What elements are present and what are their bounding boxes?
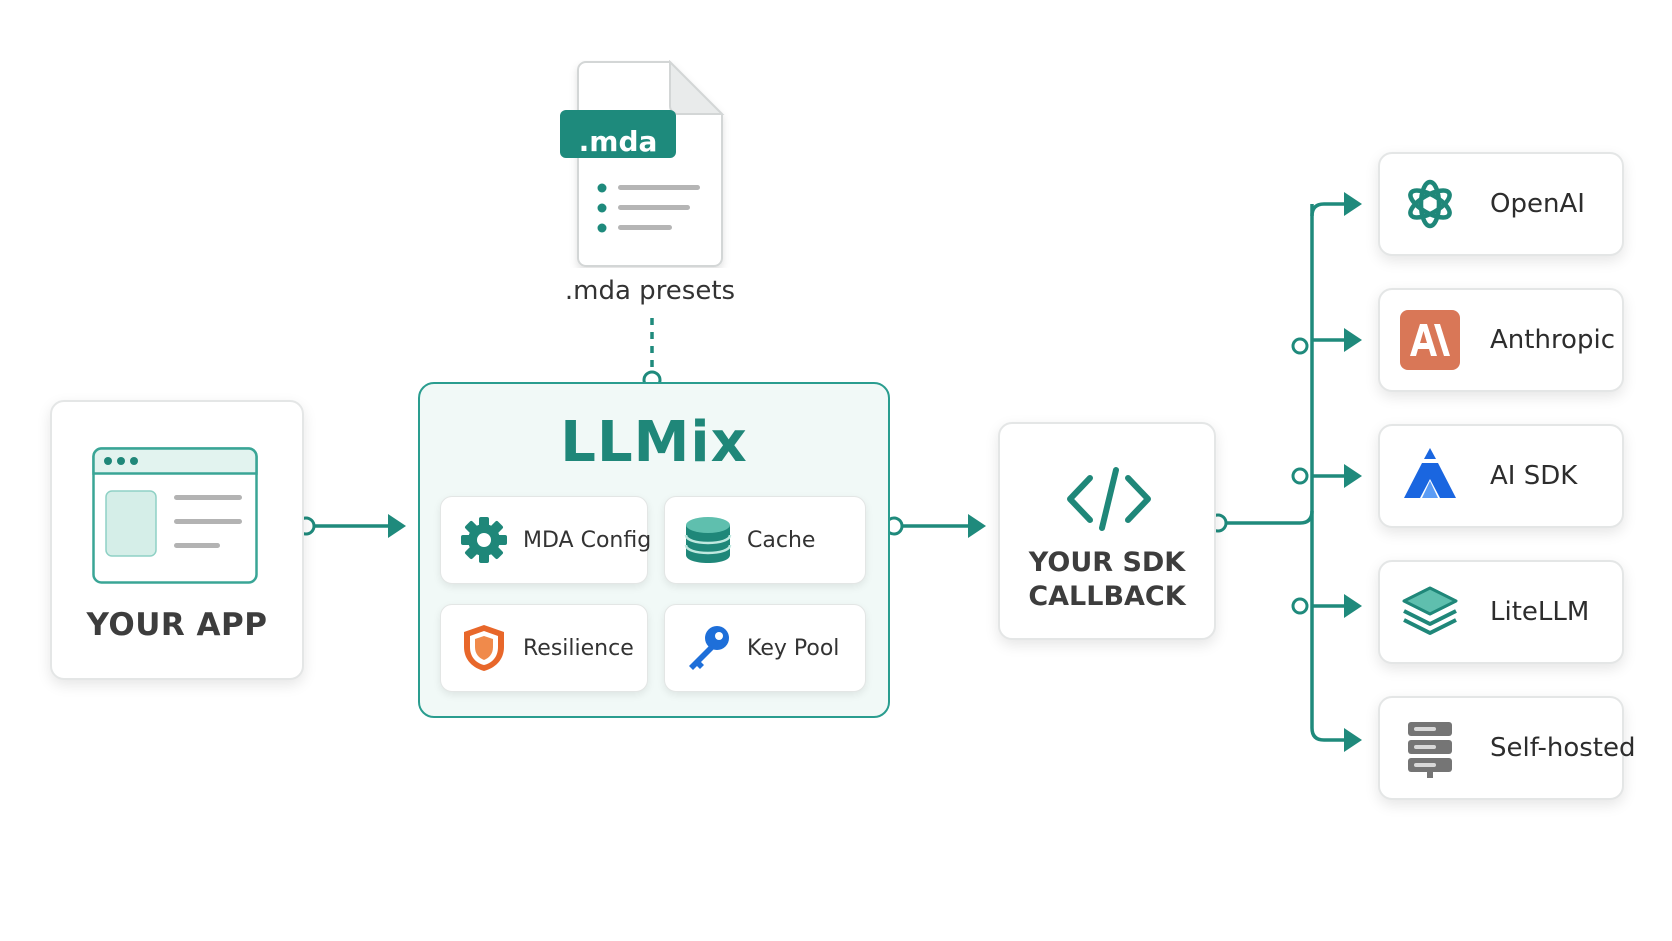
- module-label: Key Pool: [747, 635, 840, 661]
- provider-litellm: LiteLLM: [1378, 560, 1624, 664]
- module-resilience: Resilience: [440, 604, 648, 692]
- your-app-label: YOUR APP: [86, 607, 268, 643]
- sdk-label-line1: YOUR SDK: [1028, 547, 1186, 578]
- your-app-card: YOUR APP: [50, 400, 304, 680]
- provider-ai-sdk: AI SDK: [1378, 424, 1624, 528]
- provider-label: Self-hosted: [1490, 733, 1636, 763]
- shield-icon: [464, 625, 504, 671]
- llmix-container: LLMix MDA Config: [418, 382, 890, 718]
- gear-icon: [461, 517, 507, 563]
- browser-window-icon: [92, 447, 258, 584]
- module-label: MDA Config: [523, 527, 652, 553]
- openai-icon: [1408, 179, 1452, 229]
- module-mda-config: MDA Config: [440, 496, 652, 584]
- mda-presets-caption: .mda presets: [564, 276, 736, 306]
- server-icon: [1408, 722, 1452, 778]
- provider-anthropic: Anthropic: [1378, 288, 1624, 392]
- provider-openai: OpenAI: [1378, 152, 1624, 256]
- module-key-pool: Key Pool: [664, 604, 866, 692]
- module-label: Resilience: [523, 635, 634, 661]
- mda-badge-label: .mda: [578, 125, 658, 158]
- sdk-callback-card: YOUR SDK CALLBACK: [998, 422, 1216, 640]
- code-icon: [1067, 467, 1151, 531]
- sdk-label-line2: CALLBACK: [1028, 581, 1186, 612]
- provider-label: Anthropic: [1490, 325, 1615, 355]
- anthropic-icon: [1400, 310, 1460, 370]
- mda-file-icon: [560, 60, 725, 267]
- provider-self-hosted: Self-hosted: [1378, 696, 1635, 800]
- ai-sdk-icon: [1404, 448, 1456, 498]
- module-label: Cache: [747, 527, 816, 553]
- key-icon: [689, 626, 729, 670]
- sdk-callback-label: YOUR SDK CALLBACK: [1000, 546, 1214, 614]
- database-icon: [684, 517, 732, 563]
- module-cache: Cache: [664, 496, 866, 584]
- provider-label: AI SDK: [1490, 461, 1578, 491]
- litellm-icon: [1402, 586, 1458, 635]
- provider-label: OpenAI: [1490, 189, 1585, 219]
- provider-label: LiteLLM: [1490, 597, 1590, 627]
- llmix-title: LLMix: [560, 410, 748, 475]
